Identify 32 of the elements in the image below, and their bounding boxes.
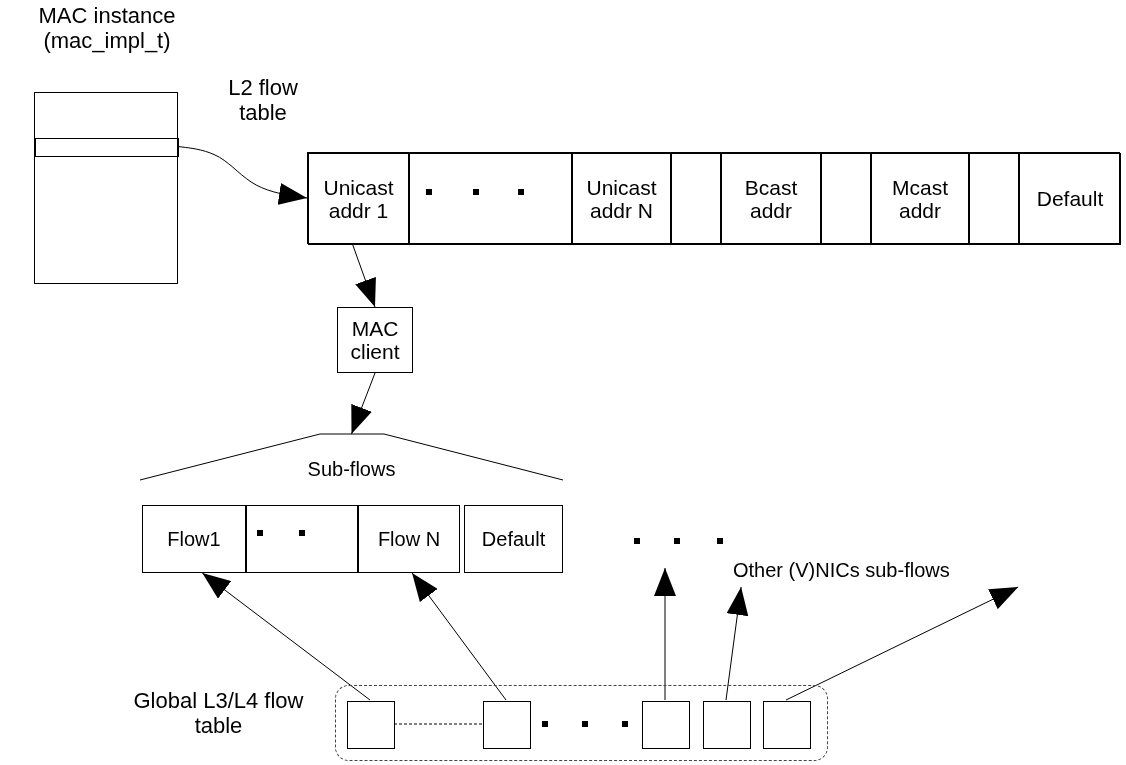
arrow <box>725 586 749 701</box>
table-cell: Unicast addr N <box>572 153 671 245</box>
table-cell: Bcast addr <box>721 153 821 245</box>
empty-cell <box>642 701 690 749</box>
table-heading: L2 flow table <box>227 75 299 126</box>
table-cell: Default <box>1019 153 1121 245</box>
annotation-text: Other (V)NICs sub-flows <box>733 553 1057 587</box>
empty-cell <box>246 505 358 573</box>
arrow <box>201 572 371 701</box>
arrow <box>411 572 507 701</box>
table-cell: Mcast addr <box>871 153 969 245</box>
table-cell: Unicast addr 1 <box>308 153 409 245</box>
empty-cell <box>347 701 395 749</box>
empty-cell <box>763 701 811 749</box>
empty-cell <box>969 153 1019 245</box>
empty-cell <box>821 153 871 245</box>
empty-cell <box>703 701 751 749</box>
arrow <box>654 567 676 701</box>
arrow <box>351 243 376 308</box>
arrow <box>351 372 376 435</box>
empty-cell <box>35 138 179 157</box>
empty-cell <box>409 153 572 245</box>
box-heading: MAC instance (mac_impl_t) <box>37 3 177 54</box>
table-cell: Default <box>464 505 563 573</box>
arrow <box>177 146 308 205</box>
table-cell: Flow N <box>358 505 460 573</box>
empty-cell <box>671 153 721 245</box>
table-heading: Global L3/L4 flow table <box>132 688 305 739</box>
process-box: MAC client <box>337 307 413 373</box>
table-cell: Flow1 <box>142 505 246 573</box>
empty-cell <box>483 701 531 749</box>
dotted-line <box>393 723 483 725</box>
